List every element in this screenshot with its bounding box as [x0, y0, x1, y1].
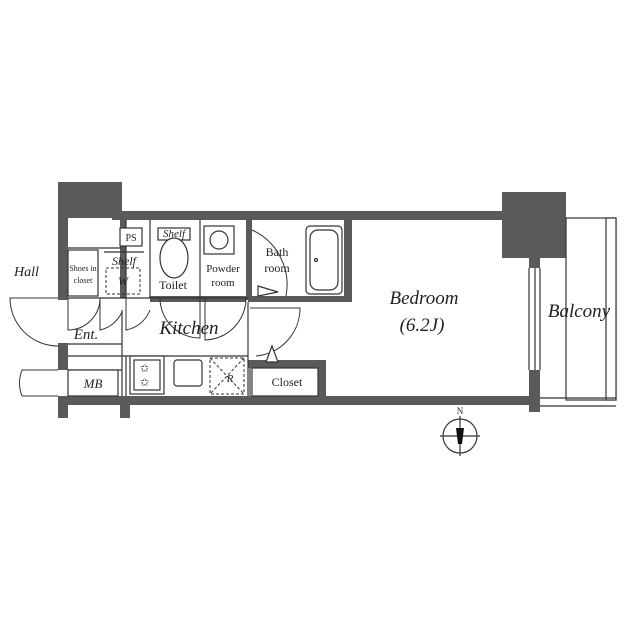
wall-bottom	[130, 396, 540, 405]
kitchen-sink	[173, 359, 203, 387]
wall-inner-bath-bottom	[248, 296, 352, 302]
hall-label: Hall	[13, 265, 39, 280]
doors	[9, 229, 301, 397]
door-powder	[204, 297, 247, 341]
wall-column-right	[502, 192, 566, 258]
mb-label: MB	[83, 376, 103, 391]
door-shoes	[67, 297, 101, 331]
door-bath	[251, 229, 288, 297]
compass-north-label: N	[457, 406, 464, 416]
shoes-closet-label-1: Shoes in	[69, 264, 96, 273]
toilet-label: Toilet	[159, 278, 187, 292]
door-closet	[250, 307, 301, 357]
bathtub-inner	[309, 229, 339, 291]
wall-inner-bath-left	[246, 220, 252, 300]
powder-room-label-1: Powder	[206, 263, 240, 275]
mb-box	[67, 369, 119, 397]
stove-inner	[133, 359, 161, 391]
entrance-label: Ent.	[73, 327, 99, 343]
ps-box	[119, 227, 143, 247]
wall-inner-wc-bottom	[150, 296, 246, 302]
burner-1-icon: ✩	[140, 363, 149, 375]
wall-right-low	[529, 370, 540, 412]
walls	[58, 182, 566, 418]
wall-inner-closet-top	[248, 360, 326, 368]
labels: Hall Shoes in closet PS Shelf Shelf W To…	[13, 228, 611, 391]
washer-space	[105, 267, 141, 295]
powder-room-label-2: room	[211, 277, 235, 289]
wall-top	[112, 211, 507, 220]
bathtub-drain	[313, 257, 319, 263]
wall-column-left	[58, 182, 122, 218]
wall-inner-bath-right	[344, 220, 352, 300]
wall-bottom-left	[58, 396, 124, 405]
refrigerator-label: R	[226, 373, 234, 385]
closet-door-marker	[265, 344, 279, 363]
bedroom-label: Bedroom	[390, 288, 459, 309]
shelf-label: Shelf	[112, 254, 138, 268]
compass: N	[440, 406, 480, 456]
toilet-bowl	[159, 237, 189, 279]
wall-left-mid	[58, 343, 68, 370]
wall-left-low	[58, 396, 68, 418]
shoes-closet-box	[67, 249, 99, 297]
balcony-label: Balcony	[548, 301, 611, 322]
shelf-top-label: Shelf	[163, 228, 187, 240]
closet-label: Closet	[272, 375, 303, 389]
door-kitchen-left	[125, 298, 151, 331]
bath-door-marker	[257, 285, 279, 297]
wall-left-upper	[58, 182, 68, 300]
bath-room-label-1: Bath	[266, 245, 289, 259]
door-mb	[19, 369, 58, 397]
bedroom-size-label: (6.2J)	[400, 315, 445, 336]
wall-right-mid	[529, 258, 540, 268]
wall-inner-wc-top	[120, 218, 126, 298]
balcony-rail	[605, 217, 617, 401]
partitions	[68, 217, 617, 407]
wall-inner-closet-right	[318, 360, 326, 400]
kitchen-label: Kitchen	[158, 318, 218, 339]
burner-2-icon: ✩	[140, 377, 149, 389]
wall-bottom-column	[120, 396, 130, 418]
door-toilet	[159, 297, 201, 339]
refrigerator-space	[209, 357, 245, 395]
bath-room-label-2: room	[264, 261, 290, 275]
compass-needle-icon	[456, 428, 464, 444]
washer-label: W	[118, 274, 129, 288]
shoes-closet-label-2: closet	[74, 276, 93, 285]
fixtures: ✩ ✩	[67, 225, 343, 397]
ps-label: PS	[125, 233, 136, 244]
closet-box	[251, 367, 319, 397]
door-hall	[9, 297, 59, 347]
door-shelf	[99, 298, 123, 331]
powder-sink	[209, 230, 229, 250]
